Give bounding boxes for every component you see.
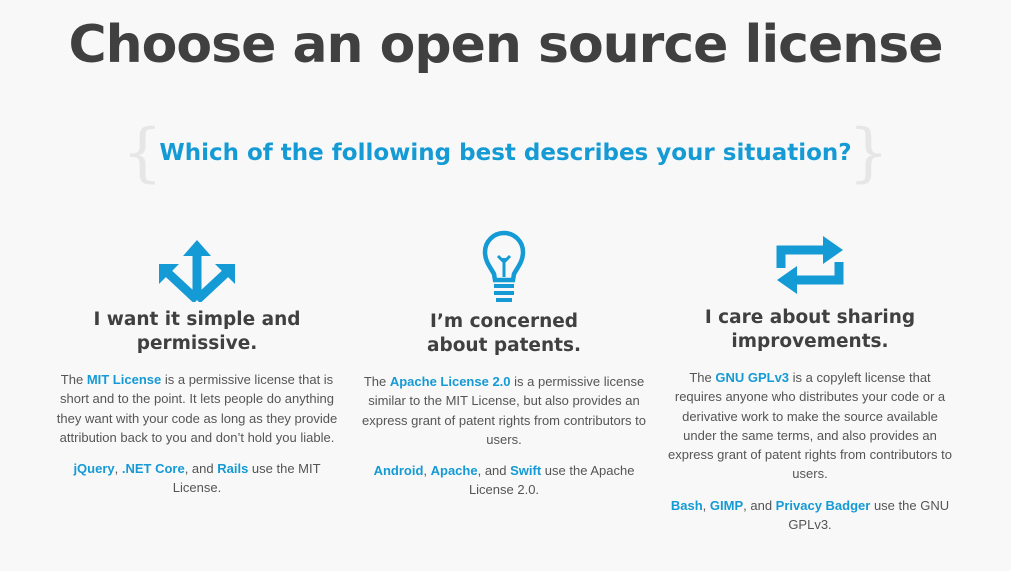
option-simple-permissive[interactable]: I want it simple and permissive. The MIT…	[52, 240, 342, 498]
option-heading-line1: I’m concerned	[429, 311, 579, 332]
option-examples: jQuery, .NET Core, and Rails use the MIT…	[52, 459, 342, 498]
desc-text: is a copyleft license that requires anyo…	[668, 370, 952, 482]
desc-prefix: The	[60, 372, 87, 387]
separator: ,	[423, 463, 431, 479]
separator: , and	[743, 497, 776, 513]
mit-license-link[interactable]: MIT License	[86, 372, 162, 387]
option-heading: I care about sharing improvements.	[665, 306, 955, 354]
separator: ,	[114, 461, 122, 477]
option-heading-line2: about patents.	[426, 335, 582, 356]
example-link-dotnet-core[interactable]: .NET Core	[121, 461, 185, 477]
apache-license-link[interactable]: Apache License 2.0	[389, 374, 511, 389]
examples-suffix: use the Apache License 2.0.	[468, 463, 635, 498]
example-link-apache[interactable]: Apache	[430, 463, 478, 479]
separator: , and	[477, 463, 511, 479]
question-banner: { Which of the following best describes …	[120, 118, 891, 188]
desc-text: is a permissive license similar to the M…	[362, 374, 646, 447]
separator: ,	[702, 497, 710, 513]
left-brace-decoration: {	[122, 116, 163, 190]
option-examples: Android, Apache, and Swift use the Apach…	[359, 461, 649, 500]
examples-suffix: use the GNU GPLv3.	[788, 497, 950, 533]
option-heading: I want it simple and permissive.	[52, 308, 342, 356]
option-description: The MIT License is a permissive license …	[52, 370, 342, 447]
option-sharing-improvements[interactable]: I care about sharing improvements. The G…	[665, 230, 955, 534]
arrows-outward-icon	[159, 240, 235, 302]
right-brace-decoration: }	[848, 116, 889, 190]
example-link-gimp[interactable]: GIMP	[709, 497, 744, 513]
example-link-swift[interactable]: Swift	[510, 463, 542, 479]
option-heading: I’m concerned about patents.	[359, 310, 649, 358]
examples-suffix: use the MIT License.	[172, 461, 321, 496]
example-link-bash[interactable]: Bash	[670, 497, 703, 513]
option-description: The GNU GPLv3 is a copyleft license that…	[665, 368, 955, 484]
option-heading-line2: permissive.	[136, 333, 258, 354]
gplv3-license-link[interactable]: GNU GPLv3	[715, 370, 790, 385]
repeat-arrows-icon	[776, 236, 844, 294]
situation-question: Which of the following best describes yo…	[159, 140, 852, 166]
separator: , and	[184, 461, 218, 477]
option-heading-line1: I care about sharing	[704, 307, 916, 328]
example-link-android[interactable]: Android	[373, 463, 424, 479]
desc-prefix: The	[689, 370, 716, 385]
lightbulb-icon	[482, 230, 526, 302]
example-link-jquery[interactable]: jQuery	[73, 461, 115, 477]
desc-text: is a permissive license that is short an…	[56, 372, 338, 445]
desc-prefix: The	[363, 374, 390, 389]
option-description: The Apache License 2.0 is a permissive l…	[359, 372, 649, 449]
option-examples: Bash, GIMP, and Privacy Badger use the G…	[665, 496, 955, 535]
option-heading-line2: improvements.	[731, 331, 889, 352]
option-heading-line1: I want it simple and	[93, 309, 301, 330]
example-link-rails[interactable]: Rails	[217, 461, 249, 477]
page-title: Choose an open source license	[68, 15, 943, 75]
example-link-privacy-badger[interactable]: Privacy Badger	[775, 497, 871, 513]
option-patents[interactable]: I’m concerned about patents. The Apache …	[359, 230, 649, 500]
